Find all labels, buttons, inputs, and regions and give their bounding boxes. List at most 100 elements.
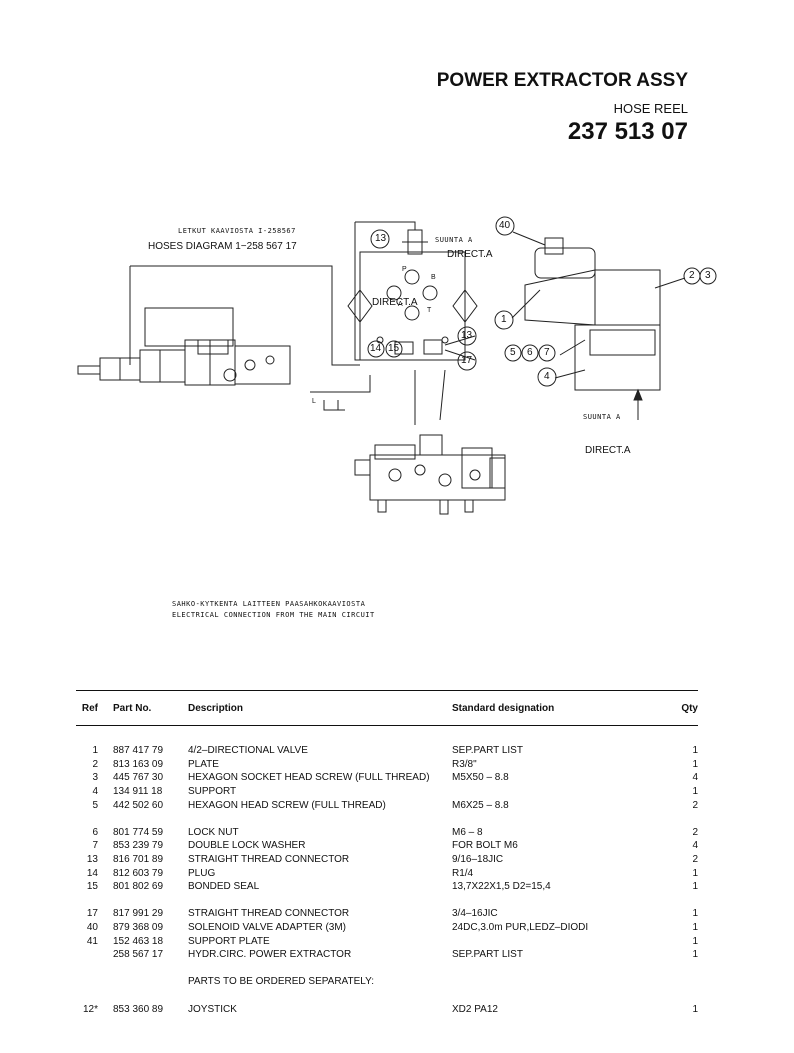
label-direct-mid: DIRECT.A (372, 297, 418, 308)
cell-desc: STRAIGHT THREAD CONNECTOR (188, 854, 350, 866)
cell-qty: 1 (692, 881, 698, 893)
cell-part: 801 802 69 (113, 881, 164, 893)
table-header: Ref Part No. Description Standard design… (76, 691, 698, 725)
cell-std: 3/4–16JIC (452, 908, 498, 920)
power-extractor-left (77, 307, 291, 386)
table-row: 2 813 163 09 PLATE R3/8" 1 (76, 758, 698, 772)
cell-ref: 1 (92, 745, 98, 757)
cell-ref: 13 (86, 854, 98, 866)
header-part: Part No. (113, 702, 152, 714)
callout-17: 17 (461, 355, 473, 366)
label-suunta-top: SUUNTA A (435, 236, 473, 244)
cell-desc: SUPPORT PLATE (188, 935, 270, 947)
port-a: A (398, 301, 403, 308)
hydraulic-block-bottom (354, 434, 506, 515)
valve-body (594, 269, 661, 326)
cell-desc: HYDR.CIRC. POWER EXTRACTOR (188, 949, 352, 961)
table-header-rule (76, 725, 698, 726)
cell-ref: 5 (92, 799, 98, 811)
cell-ref: 6 (92, 826, 98, 838)
support-bracket (574, 324, 661, 391)
cell-ref: 17 (86, 908, 98, 920)
table-top-rule (76, 690, 698, 691)
assembly-part-number: 237 513 07 (567, 118, 688, 145)
table-row: 17 817 991 29 STRAIGHT THREAD CONNECTOR 3/4… (76, 907, 698, 921)
cell-part: 152 463 18 (113, 935, 164, 947)
cell-ref: 14 (86, 867, 98, 879)
label-direct-top: DIRECT.A (447, 249, 493, 260)
callout-15: 15 (388, 343, 400, 354)
parts-table: Ref Part No. Description Standard design… (76, 690, 698, 1016)
cell-desc: STRAIGHT THREAD CONNECTOR (188, 908, 350, 920)
cell-std: R3/8" (452, 758, 477, 770)
callout-6: 6 (527, 347, 533, 358)
header-qty: Qty (681, 702, 698, 714)
cell-desc: 4/2–DIRECTIONAL VALVE (188, 745, 308, 757)
cell-ref: 7 (92, 840, 98, 852)
port-b: B (431, 274, 436, 281)
cell-qty: 1 (692, 1003, 698, 1015)
cell-part: 813 163 09 (113, 758, 164, 770)
cell-qty: 1 (692, 935, 698, 947)
cell-std: SEP.PART LIST (452, 745, 523, 757)
callout-2: 2 (689, 270, 695, 281)
table-row: 12* 853 360 89 JOYSTICK XD2 PA12 1 (76, 1002, 698, 1016)
port-p: P (402, 266, 407, 273)
cell-part: 879 368 09 (113, 922, 164, 934)
technical-drawing: LETKUT KAAVIOSTA I-258567 HOSES DIAGRAM … (0, 190, 794, 640)
cell-part: 258 567 17 (113, 949, 164, 961)
cell-qty: 1 (692, 867, 698, 879)
cell-std: 24DC,3.0m PUR,LEDZ–DIODI (452, 922, 589, 934)
cell-part: 801 774 59 (113, 826, 164, 838)
table-row: 41 152 463 18 SUPPORT PLATE 1 (76, 934, 698, 948)
header-std: Standard designation (452, 702, 555, 714)
cell-qty: 1 (692, 949, 698, 961)
cell-part: 817 991 29 (113, 908, 164, 920)
cell-part: 134 911 18 (113, 786, 163, 798)
label-suunta-right: SUUNTA A (583, 413, 621, 421)
callout-circles (367, 216, 717, 387)
cell-part: 853 239 79 (113, 840, 164, 852)
callout-13-top: 13 (375, 233, 387, 244)
cell-qty: 4 (692, 772, 698, 784)
cell-std: M5X50 – 8.8 (452, 772, 509, 784)
callout-14: 14 (370, 343, 382, 354)
cell-std: R1/4 (452, 867, 474, 879)
cell-desc: HEXAGON SOCKET HEAD SCREW (FULL THREAD) (188, 772, 430, 784)
cell-desc: LOCK NUT (188, 826, 239, 838)
cell-std: M6X25 – 8.8 (452, 799, 509, 811)
cell-part: 442 502 60 (113, 799, 164, 811)
cell-desc: PLATE (188, 758, 219, 770)
port-t: T (427, 307, 432, 314)
cell-qty: 2 (692, 799, 698, 811)
label-letkut: LETKUT KAAVIOSTA I-258567 (178, 227, 296, 235)
cell-std: XD2 PA12 (452, 1003, 498, 1015)
cell-std: 9/16–18JIC (452, 854, 504, 866)
cell-ref: 2 (92, 758, 98, 770)
callout-7: 7 (544, 347, 550, 358)
cell-ref: 41 (86, 935, 98, 947)
cell-ref: 40 (86, 922, 98, 934)
cell-part: 812 603 79 (113, 867, 164, 879)
cell-qty: 1 (692, 908, 698, 920)
cell-std: FOR BOLT M6 (452, 840, 518, 852)
cell-qty: 1 (692, 745, 698, 757)
header-ref: Ref (81, 702, 98, 714)
callout-13-side: 13 (461, 330, 473, 341)
cell-desc: JOYSTICK (188, 1003, 237, 1015)
cell-qty: 1 (692, 758, 698, 770)
label-sahko: SAHKO-KYTKENTA LAITTEEN PAASAHKOKAAVIOST… (172, 600, 366, 608)
label-direct-right: DIRECT.A (585, 445, 631, 456)
cell-qty: 2 (692, 854, 698, 866)
cell-ref: 15 (86, 881, 98, 893)
callout-3: 3 (705, 270, 711, 281)
